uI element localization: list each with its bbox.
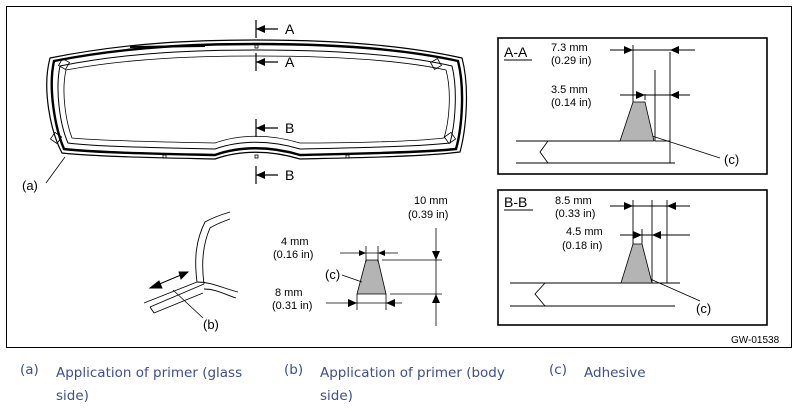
legend-letter-c: (c) xyxy=(549,362,567,378)
bb-dim1-in: (0.33 in) xyxy=(555,208,595,220)
callout-b-label: (b) xyxy=(203,317,219,332)
aa-dim2-in: (0.14 in) xyxy=(551,97,591,109)
profile-width-base-in: (0.31 in) xyxy=(272,300,312,312)
section-marker-a-top: A xyxy=(255,20,295,38)
section-a-top-label: A xyxy=(285,21,295,37)
section-marker-b-bottom: B xyxy=(255,166,294,184)
callout-c-aa: (c) xyxy=(724,152,739,167)
profile-height-mm: 10 mm xyxy=(414,195,448,207)
profile-height-in: (0.39 in) xyxy=(408,209,448,221)
profile-width-base-mm: 8 mm xyxy=(275,287,303,299)
section-aa-box: A-A 7.3 mm (0.29 in) 3.5 mm (0.14 in) (c… xyxy=(497,37,768,175)
body-flange-drawing xyxy=(143,211,239,319)
aa-dim2-mm: 3.5 mm xyxy=(551,84,588,96)
adhesive-bead-profile xyxy=(326,228,442,326)
callout-a-label: (a) xyxy=(22,178,38,193)
section-b-bottom-label: B xyxy=(285,167,294,183)
section-a-bottom-label: A xyxy=(285,54,295,70)
legend-letter-a: (a) xyxy=(20,362,39,378)
legend-text-b: Application of primer (body side) xyxy=(320,365,505,404)
windshield-adhesive-diagram: A A B B (a) (b) xyxy=(6,6,792,348)
callout-a: (a) xyxy=(22,156,66,193)
callout-c-profile: (c) xyxy=(325,267,340,282)
bb-dim2-mm: 4.5 mm xyxy=(566,226,603,238)
section-aa-title: A-A xyxy=(504,44,528,60)
profile-width-top-mm: 4 mm xyxy=(281,236,309,248)
figure-frame xyxy=(6,6,792,348)
bb-dim1-mm: 8.5 mm xyxy=(555,195,592,207)
aa-dim1-mm: 7.3 mm xyxy=(551,42,588,54)
legend-text-c: Adhesive xyxy=(584,365,646,381)
callout-c-bb: (c) xyxy=(696,301,711,316)
section-marker-a-bottom: A xyxy=(255,53,295,71)
profile-width-top-in: (0.16 in) xyxy=(273,249,313,261)
section-bb-title: B-B xyxy=(504,194,527,210)
aa-dim1-in: (0.29 in) xyxy=(551,55,591,67)
bb-dim2-in: (0.18 in) xyxy=(562,240,602,252)
legend-text-a: Application of primer (glass side) xyxy=(56,365,243,404)
section-bb-box: B-B 8.5 mm (0.33 in) 4.5 mm (0.18 in) (c… xyxy=(497,189,768,326)
section-marker-b-top: B xyxy=(255,119,294,137)
rear-glass-drawing xyxy=(46,39,468,160)
legend: (a) Application of primer (glass side) (… xyxy=(0,360,802,411)
section-b-top-label: B xyxy=(285,120,294,136)
legend-letter-b: (b) xyxy=(284,362,304,378)
figure-id: GW-01538 xyxy=(731,335,780,346)
